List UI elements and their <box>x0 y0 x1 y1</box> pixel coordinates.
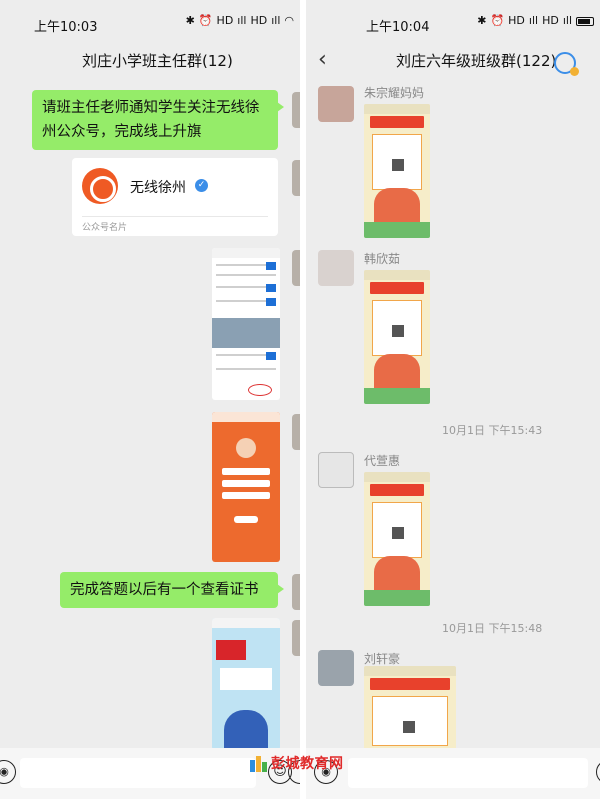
timestamp: 10月1日 下午15:43 <box>442 424 543 437</box>
sender-name: 朱宗耀妈妈 <box>364 86 425 100</box>
avatar[interactable] <box>292 620 300 656</box>
avatar[interactable] <box>318 250 354 286</box>
hd-icon: HD <box>508 14 525 27</box>
message-input[interactable] <box>348 758 588 788</box>
status-bar: 上午10:03 ✱ ⏰ HD ıll HD ıll ◠ <box>0 0 300 40</box>
signal-icon: ıll <box>237 14 247 27</box>
avatar[interactable] <box>292 414 300 450</box>
status-time: 上午10:04 <box>366 20 430 35</box>
avatar[interactable] <box>318 86 354 122</box>
left-chat-window: 上午10:03 ✱ ⏰ HD ıll HD ıll ◠ 刘庄小学班主任群(12)… <box>0 0 300 799</box>
hd-icon: HD <box>542 14 559 27</box>
avatar[interactable] <box>318 650 354 686</box>
avatar[interactable] <box>292 250 300 286</box>
voice-icon[interactable]: ◉ <box>314 760 338 784</box>
hd-icon: HD <box>216 14 234 27</box>
avatar[interactable] <box>318 452 354 488</box>
watermark-logo-icon <box>250 754 268 772</box>
chat-title[interactable]: 刘庄小学班主任群(12) <box>82 52 233 70</box>
screenshot-message[interactable] <box>212 618 280 750</box>
account-name: 无线徐州 <box>130 180 186 196</box>
avatar[interactable] <box>292 160 300 196</box>
screenshot-message[interactable] <box>212 248 280 400</box>
poster-image-message[interactable] <box>364 666 456 752</box>
voice-icon[interactable]: ◉ <box>0 760 16 784</box>
sender-name: 韩欣茹 <box>364 252 401 266</box>
message-bubble[interactable]: 请班主任老师通知学生关注无线徐州公众号，完成线上升旗 <box>32 90 284 150</box>
poster-image-message[interactable] <box>364 104 430 238</box>
right-chat-window: 上午10:04 ✱ ⏰ HD ıll HD ıll ‹ 刘庄六年级班级群(122… <box>306 0 600 799</box>
chat-header: 刘庄小学班主任群(12) <box>0 40 300 80</box>
official-account-card[interactable]: 无线徐州 ✓ 公众号名片 <box>72 158 278 236</box>
message-input[interactable] <box>20 758 256 788</box>
chat-header: ‹ 刘庄六年级班级群(122) <box>306 40 600 80</box>
signal-icon: ıll <box>271 14 281 27</box>
status-time: 上午10:03 <box>34 20 98 35</box>
account-logo-icon <box>82 168 118 204</box>
sender-name: 刘轩豪 <box>364 652 401 666</box>
avatar[interactable] <box>292 574 300 610</box>
chevron-left-icon[interactable]: ‹ <box>318 47 327 72</box>
alarm-icon: ⏰ <box>490 14 505 27</box>
timestamp: 10月1日 下午15:48 <box>442 622 543 635</box>
hd-icon: HD <box>250 14 268 27</box>
status-icons: ✱ ⏰ HD ıll HD ıll ◠ <box>186 15 294 27</box>
poster-image-message[interactable] <box>364 472 430 606</box>
status-icons: ✱ ⏰ HD ıll HD ıll <box>477 15 594 27</box>
message-bubble[interactable]: 完成答题以后有一个查看证书 <box>60 572 284 608</box>
chat-title[interactable]: 刘庄六年级班级群(122) <box>396 52 557 70</box>
watermark: 彭城教育网 <box>250 752 344 774</box>
poster-image-message[interactable] <box>364 270 430 404</box>
divider <box>82 216 268 217</box>
alarm-icon: ⏰ <box>198 14 213 27</box>
screenshot-message[interactable] <box>212 412 280 562</box>
card-type-label: 公众号名片 <box>82 223 128 233</box>
avatar[interactable] <box>292 92 300 128</box>
emoji-icon[interactable] <box>596 760 600 784</box>
input-bar: ◉ ☺ <box>0 748 300 799</box>
signal-icon: ıll <box>562 14 572 27</box>
battery-icon <box>576 16 594 26</box>
sender-name: 代萱惠 <box>364 454 401 468</box>
status-bar: 上午10:04 ✱ ⏰ HD ıll HD ıll <box>306 0 600 40</box>
input-bar: ◉ <box>306 748 600 799</box>
watermark-text: 彭城教育网 <box>271 756 344 772</box>
group-settings-icon[interactable] <box>554 52 579 76</box>
verified-icon: ✓ <box>195 179 208 192</box>
bluetooth-icon: ✱ <box>185 14 195 27</box>
bluetooth-icon: ✱ <box>477 14 487 27</box>
signal-icon: ıll <box>528 14 539 27</box>
wifi-icon: ◠ <box>284 14 294 27</box>
